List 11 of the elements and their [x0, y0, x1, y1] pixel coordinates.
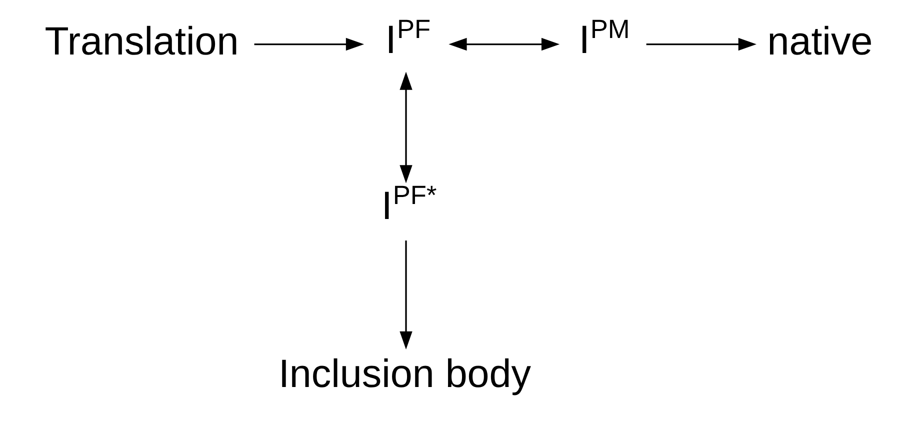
node-text: I$^{PF*}$: [380, 180, 436, 228]
node-text: I$^{PF}$: [384, 14, 430, 62]
arrow: [646, 38, 756, 51]
node-text: Translation: [44, 19, 238, 64]
node-text: Inclusion body: [278, 352, 530, 396]
arrow: [448, 38, 560, 51]
node-text: native: [766, 19, 872, 64]
node-text: I$^{PM}$: [578, 14, 630, 62]
arrow: [399, 72, 412, 184]
arrow: [254, 38, 364, 51]
arrow: [399, 240, 412, 350]
